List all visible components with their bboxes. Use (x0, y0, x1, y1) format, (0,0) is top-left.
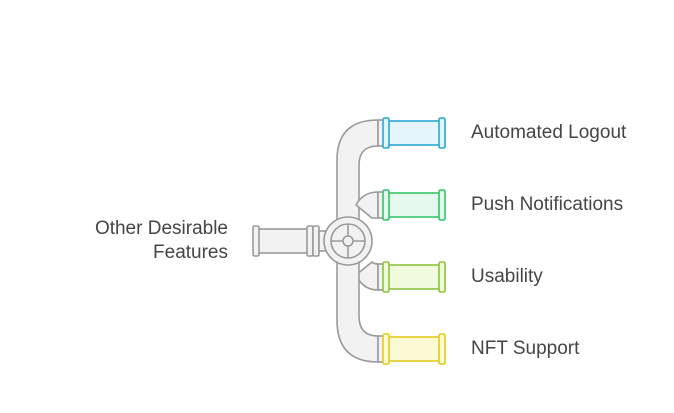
output-label-usability: Usability (471, 266, 543, 287)
output-label-nft-support: NFT Support (471, 338, 580, 359)
input-pipe-flange-left (252, 225, 260, 257)
input-pipe-flange-right (306, 225, 314, 257)
valve-center (342, 235, 354, 247)
input-pipe-body (255, 228, 309, 254)
output-pipe-automated-logout (377, 117, 446, 149)
valve-hub (323, 216, 373, 266)
output-pipe-flange-right (438, 117, 446, 149)
output-pipe-push-notifications (377, 189, 446, 221)
output-pipe-body (387, 336, 441, 362)
source-label-line2: Features (153, 242, 228, 263)
source-label-line1: Other Desirable (94, 218, 228, 239)
output-pipe-flange-left (382, 117, 390, 149)
input-pipe-flange-right-2 (312, 225, 320, 257)
output-label-automated-logout: Automated Logout (471, 122, 627, 143)
output-pipe-body (387, 120, 441, 146)
output-pipe-body (387, 264, 441, 290)
source-label: Other Desirable Features (95, 217, 228, 265)
manifold-pipes (336, 119, 379, 363)
output-pipe-body (387, 192, 441, 218)
output-pipe-nft-support (377, 333, 446, 365)
output-pipe-flange-left (382, 333, 390, 365)
input-pipe (252, 225, 330, 257)
output-pipe-usability (377, 261, 446, 293)
output-pipe-flange-right (438, 333, 446, 365)
output-pipes (377, 117, 446, 365)
output-pipe-flange-left (382, 261, 390, 293)
output-label-push-notifications: Push Notifications (471, 194, 624, 215)
pipe-bend-second (355, 191, 379, 219)
output-pipe-flange-left (382, 189, 390, 221)
output-pipe-flange-right (438, 189, 446, 221)
output-pipe-flange-right (438, 261, 446, 293)
